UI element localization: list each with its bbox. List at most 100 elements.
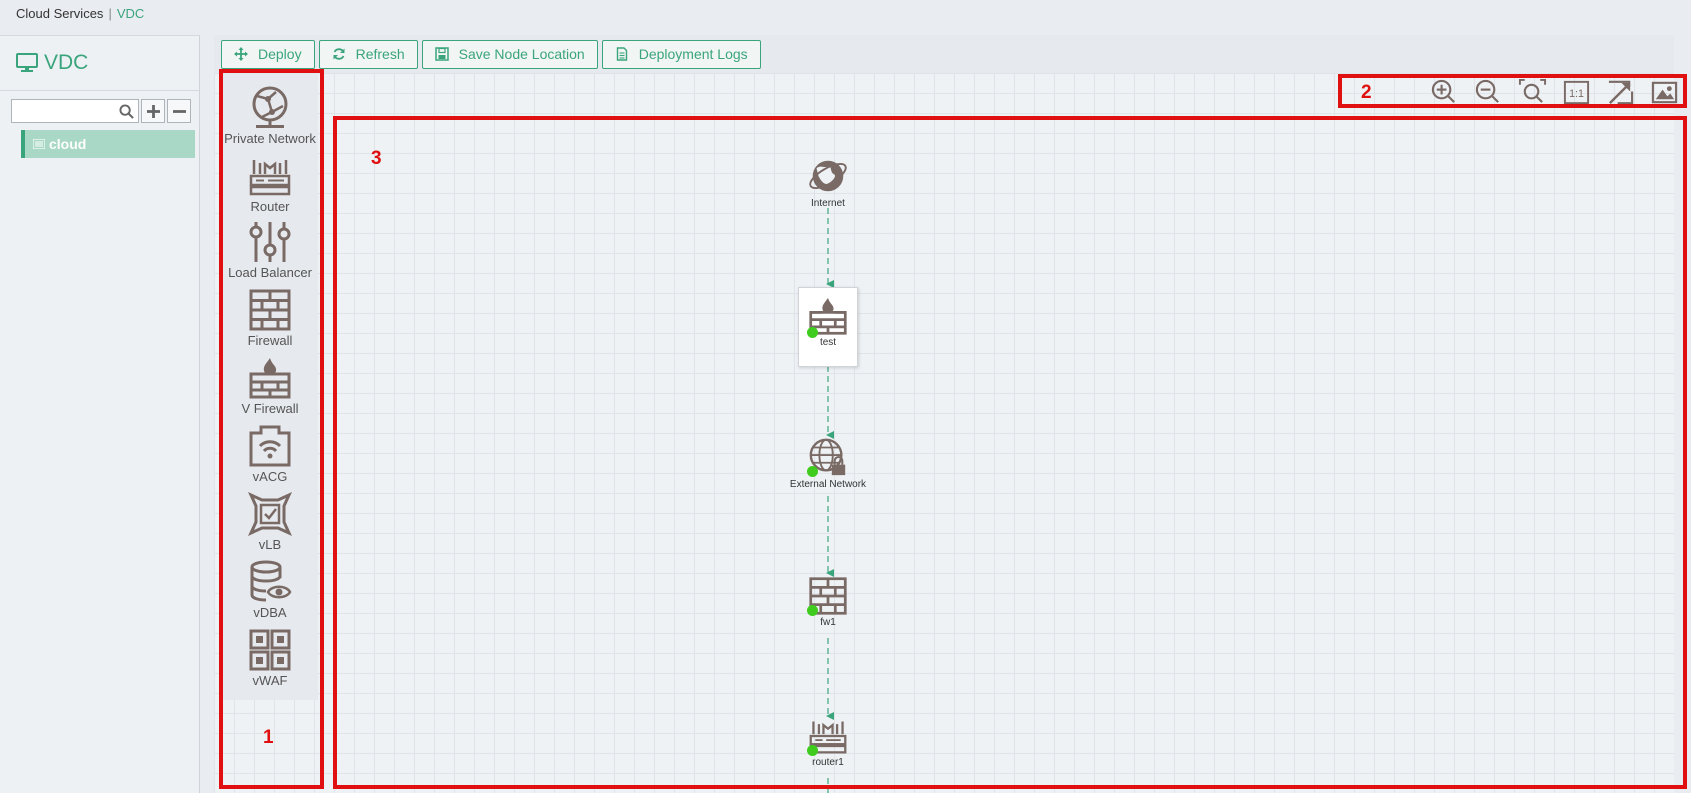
device-palette: Private Network Router Load Balancer (222, 72, 318, 700)
breadcrumb-root[interactable]: Cloud Services (16, 6, 104, 21)
refresh-label: Refresh (355, 46, 405, 62)
topology-canvas[interactable] (214, 73, 1674, 793)
palette-item-vwaf[interactable]: vWAF (222, 628, 318, 688)
virtual-firewall-icon (249, 358, 291, 399)
zoom-in-button[interactable] (1430, 78, 1459, 107)
vlb-icon (248, 492, 292, 536)
node-label: Internet (811, 198, 845, 209)
refresh-icon (333, 48, 345, 60)
topology-node-external-network[interactable]: External Network (768, 436, 888, 490)
topology-node-fw1[interactable]: fw1 (768, 576, 888, 628)
palette-item-firewall[interactable]: Firewall (222, 288, 318, 348)
annotation-box-2 (1338, 74, 1687, 108)
palette-item-load-balancer[interactable]: Load Balancer (222, 220, 318, 280)
actual-size-icon: 1:1 (1563, 80, 1590, 105)
status-dot (807, 466, 818, 477)
panel-title: VDC (0, 36, 199, 91)
search-row (0, 91, 199, 123)
main-area: Deploy Refresh Save Node Location (214, 35, 1674, 793)
status-dot (807, 327, 818, 338)
palette-label: V Firewall (241, 401, 299, 416)
palette-label: vLB (258, 537, 282, 552)
breadcrumb-current: VDC (116, 6, 145, 21)
plus-icon (146, 104, 160, 118)
remove-node-button[interactable] (167, 99, 191, 123)
list-icon (33, 139, 45, 149)
panel-title-text: VDC (44, 51, 89, 74)
save-node-location-button[interactable]: Save Node Location (421, 39, 598, 69)
router-icon (809, 721, 847, 754)
zoom-fit-icon (1518, 78, 1547, 103)
load-balancer-icon (249, 222, 291, 262)
vdba-icon (250, 560, 292, 602)
zoom-out-button[interactable] (1474, 78, 1503, 107)
search-box (11, 99, 139, 123)
deploy-label: Deploy (258, 46, 302, 62)
tree-item-label: cloud (49, 136, 87, 152)
status-dot (807, 605, 818, 616)
export-image-icon (1651, 81, 1678, 104)
save-icon (434, 47, 449, 61)
refresh-button[interactable]: Refresh (318, 39, 418, 69)
actual-size-button[interactable]: 1:1 (1562, 78, 1591, 107)
node-label: External Network (789, 479, 867, 490)
deploy-button[interactable]: Deploy (221, 39, 315, 69)
palette-label: Load Balancer (228, 265, 312, 280)
palette-label: Private Network (224, 131, 316, 146)
external-network-icon (809, 438, 846, 476)
deployment-logs-button[interactable]: Deployment Logs (601, 39, 761, 69)
svg-text:1:1: 1:1 (1569, 88, 1584, 100)
palette-item-vacg[interactable]: vACG (222, 424, 318, 484)
annotation-number-3: 3 (371, 148, 382, 169)
firewall-icon (809, 577, 847, 615)
topology-node-router1[interactable]: router1 (768, 716, 888, 768)
layout-icon (1608, 80, 1634, 105)
topology-links (826, 208, 834, 793)
export-image-button[interactable] (1650, 78, 1679, 107)
router-icon (249, 160, 291, 196)
status-dot (807, 745, 818, 756)
palette-item-private-network[interactable]: Private Network (222, 86, 318, 146)
palette-item-router[interactable]: Router (222, 154, 318, 214)
breadcrumb: Cloud Services | VDC (16, 6, 144, 21)
annotation-number-2: 2 (1361, 82, 1372, 103)
move-arrows-icon (234, 47, 248, 61)
search-icon[interactable] (119, 104, 134, 119)
globe-network-icon (252, 86, 288, 128)
node-label: router1 (812, 757, 844, 768)
node-label: fw1 (820, 617, 836, 628)
save-node-location-label: Save Node Location (458, 46, 585, 62)
palette-label: Firewall (247, 333, 293, 348)
firewall-icon (249, 289, 291, 331)
internet-globe-icon (809, 160, 847, 192)
zoom-in-icon (1431, 79, 1455, 103)
palette-item-vlb[interactable]: vLB (222, 492, 318, 552)
vwaf-icon (249, 629, 291, 671)
monitor-icon (16, 53, 38, 72)
zoom-out-icon (1475, 79, 1499, 103)
palette-label: vACG (252, 469, 288, 484)
breadcrumb-separator: | (108, 6, 112, 21)
virtual-firewall-icon (809, 297, 847, 335)
annotation-box-3 (333, 116, 1687, 789)
annotation-box-1 (219, 69, 324, 789)
palette-label: vDBA (253, 605, 287, 620)
zoom-fit-button[interactable] (1518, 78, 1547, 107)
palette-item-v-firewall[interactable]: V Firewall (222, 356, 318, 416)
zoom-toolbar: 1:1 (1430, 78, 1691, 107)
search-input[interactable] (12, 100, 112, 122)
annotation-number-1: 1 (263, 727, 274, 748)
topology-node-internet[interactable]: Internet (768, 155, 888, 209)
auto-layout-button[interactable] (1606, 78, 1635, 107)
node-label: test (819, 337, 837, 348)
tree-item-cloud[interactable]: cloud (21, 130, 195, 158)
document-icon (616, 47, 627, 61)
palette-item-vdba[interactable]: vDBA (222, 560, 318, 620)
palette-label: Router (250, 199, 290, 214)
topology-node-test[interactable]: test (768, 296, 888, 348)
deployment-logs-label: Deployment Logs (638, 46, 748, 62)
left-panel: VDC cloud (0, 35, 200, 793)
palette-label: vWAF (252, 673, 288, 688)
add-node-button[interactable] (141, 99, 165, 123)
vacg-icon (249, 425, 291, 467)
